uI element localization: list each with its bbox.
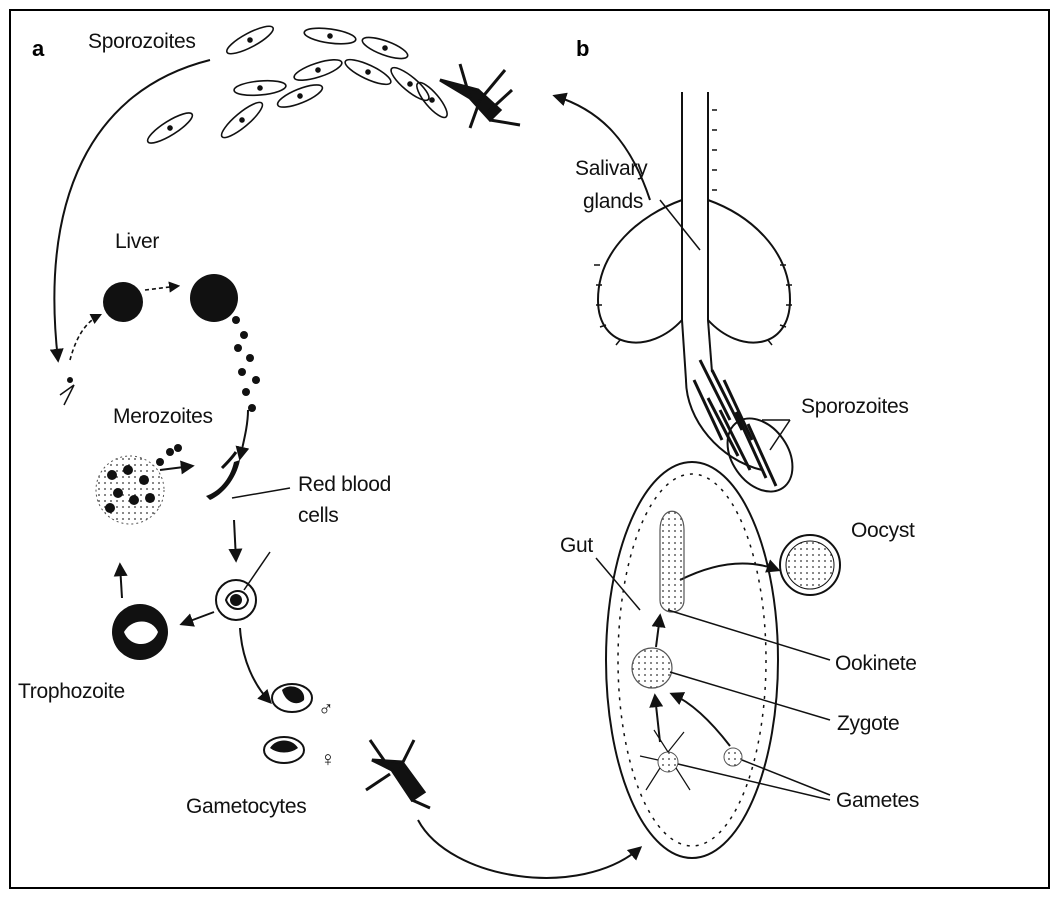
label-gut: Gut bbox=[560, 534, 593, 557]
label-salivary-glands-2: glands bbox=[583, 190, 643, 213]
label-zygote: Zygote bbox=[837, 712, 899, 735]
arrow-rbc-to-trophozoite bbox=[182, 612, 214, 624]
label-gametes: Gametes bbox=[836, 789, 919, 812]
zygote-cell bbox=[632, 648, 672, 688]
label-red-blood-cells-1: Red blood bbox=[298, 473, 391, 496]
label-red-blood-cells-2: cells bbox=[298, 504, 339, 527]
arrow-liver-to-rbc bbox=[240, 410, 248, 458]
liver-cells bbox=[60, 274, 260, 412]
label-salivary-glands-1: Salivary bbox=[575, 157, 648, 180]
mosquito-top-icon bbox=[440, 64, 520, 128]
label-sporozoites-mosquito: Sporozoites bbox=[801, 395, 909, 418]
label-ookinete: Ookinete bbox=[835, 652, 917, 675]
label-liver: Liver bbox=[115, 230, 159, 253]
leader-gut bbox=[596, 558, 640, 610]
leader-salivary-glands bbox=[660, 200, 700, 250]
arrow-trophozoite-to-merozoites bbox=[120, 565, 122, 598]
label-oocyst: Oocyst bbox=[851, 519, 915, 542]
merozoite-cell bbox=[96, 444, 182, 524]
ookinete-cell bbox=[660, 511, 684, 612]
arrow-merozoites-to-rbc bbox=[160, 466, 192, 470]
leader-zygote bbox=[670, 672, 830, 720]
gamete-cells bbox=[640, 730, 742, 790]
arrow-salivary-to-mosquito bbox=[555, 96, 650, 200]
arrow-ookinete-to-oocyst bbox=[680, 563, 778, 580]
leader-ookinete bbox=[668, 610, 830, 660]
label-gametocytes: Gametocytes bbox=[186, 795, 306, 818]
label-sporozoites-top: Sporozoites bbox=[88, 30, 196, 53]
male-symbol: ♂ bbox=[318, 698, 333, 721]
trophozoite-cell bbox=[112, 604, 168, 660]
arrow-gamete-to-zygote bbox=[672, 694, 730, 746]
gametocyte-cells bbox=[264, 684, 312, 763]
arrow-mosquito-to-gut bbox=[418, 820, 640, 878]
red-blood-cells bbox=[206, 452, 240, 500]
female-symbol: ♀ bbox=[320, 748, 335, 771]
oocyst-cell bbox=[780, 535, 840, 595]
mosquito-bottom-icon bbox=[366, 740, 430, 808]
figure-frame bbox=[10, 10, 1049, 888]
leader-rbc-cell bbox=[244, 552, 270, 590]
panel-label-a: a bbox=[32, 36, 45, 61]
label-trophozoite: Trophozoite bbox=[18, 680, 125, 703]
arrow-rbc-down bbox=[234, 520, 236, 560]
arrow-rbc-to-gametocytes bbox=[240, 628, 270, 702]
arrow-zygote-to-ookinete bbox=[656, 616, 660, 647]
label-merozoites: Merozoites bbox=[113, 405, 213, 428]
infected-rbc bbox=[216, 580, 256, 620]
panel-label-b: b bbox=[576, 36, 589, 61]
leader-red-blood-cells bbox=[232, 488, 290, 498]
